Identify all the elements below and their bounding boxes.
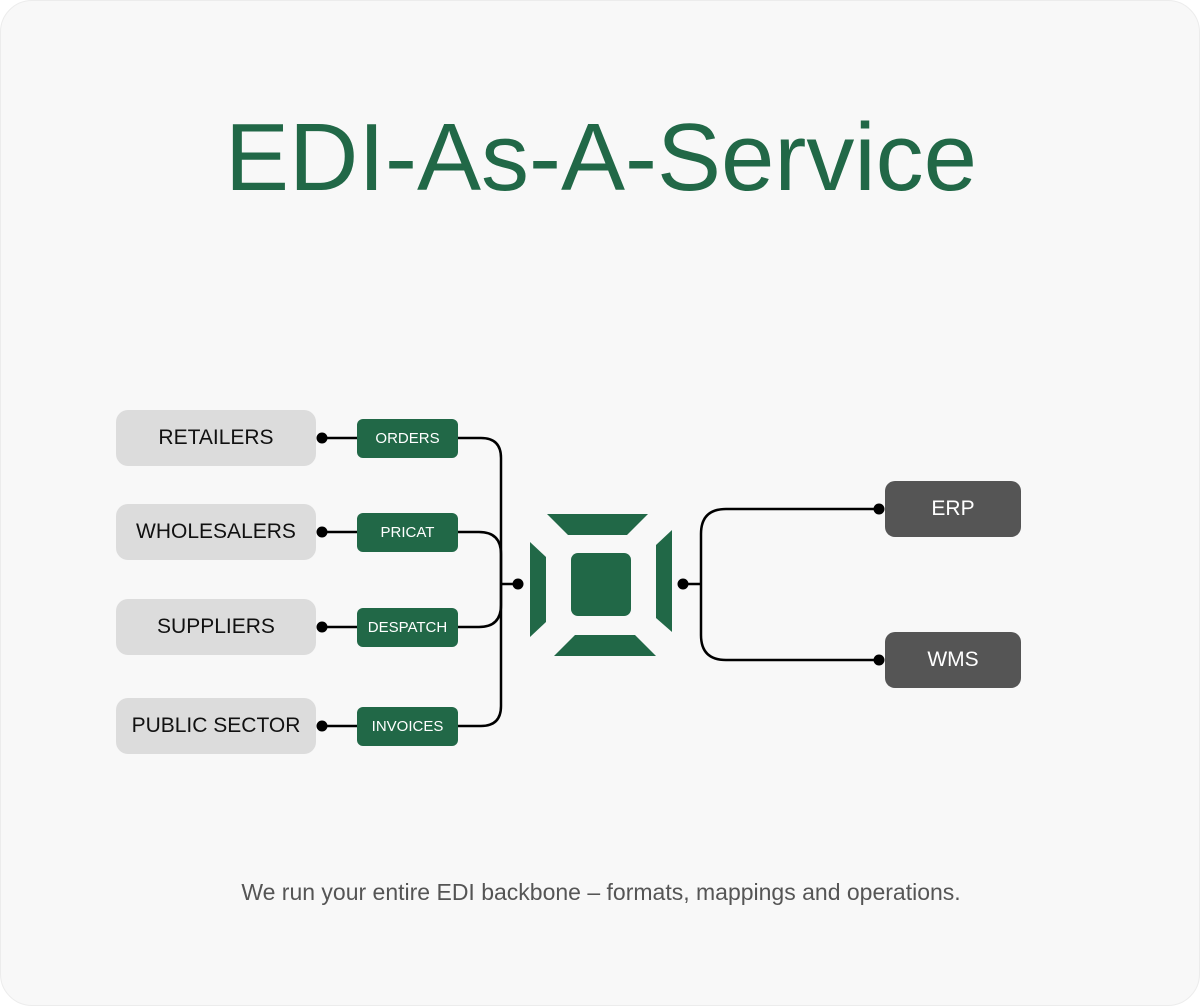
target-erp: ERP (885, 481, 1021, 537)
message-despatch: DESPATCH (357, 608, 458, 647)
hub-frame-bottom (554, 635, 656, 656)
source-retailers: RETAILERS (116, 410, 316, 466)
source-label: SUPPLIERS (157, 615, 275, 638)
source-public-sector: PUBLIC SECTOR (116, 698, 316, 754)
target-label: ERP (931, 497, 975, 520)
dot-wms (873, 654, 885, 666)
hub-core (571, 553, 631, 616)
source-label: PUBLIC SECTOR (131, 714, 301, 737)
dot-wholesalers (316, 526, 328, 538)
hub-frame-left (530, 542, 546, 637)
source-label: WHOLESALERS (136, 520, 296, 543)
source-suppliers: SUPPLIERS (116, 599, 316, 655)
message-label: PRICAT (380, 524, 435, 541)
dot-hub-out (677, 578, 689, 590)
dot-erp (873, 503, 885, 515)
bus-outer (458, 436, 503, 728)
message-label: DESPATCH (367, 619, 448, 636)
dot-hub-in (512, 578, 524, 590)
bus-inner (458, 530, 503, 629)
edi-hub-icon (530, 514, 672, 656)
message-bus (458, 436, 518, 728)
source-wholesalers: WHOLESALERS (116, 504, 316, 560)
target-label: WMS (927, 648, 979, 671)
message-label: ORDERS (375, 430, 440, 447)
source-label: RETAILERS (158, 426, 274, 449)
connector-dots (316, 432, 885, 732)
dot-suppliers (316, 621, 328, 633)
target-wms: WMS (885, 632, 1021, 688)
tagline: We run your entire EDI backbone – format… (241, 879, 961, 905)
target-bus (683, 507, 879, 662)
bus-targets (699, 507, 879, 662)
dot-public-sector (316, 720, 328, 732)
message-orders: ORDERS (357, 419, 458, 458)
dot-retailers (316, 432, 328, 444)
message-pricat: PRICAT (357, 513, 458, 552)
hub-frame-right (656, 530, 672, 632)
hub-frame-top (547, 514, 648, 535)
message-invoices: INVOICES (357, 707, 458, 746)
source-connectors (322, 436, 357, 728)
message-label: INVOICES (371, 718, 444, 735)
page-title: EDI-As-A-Service (224, 104, 978, 211)
